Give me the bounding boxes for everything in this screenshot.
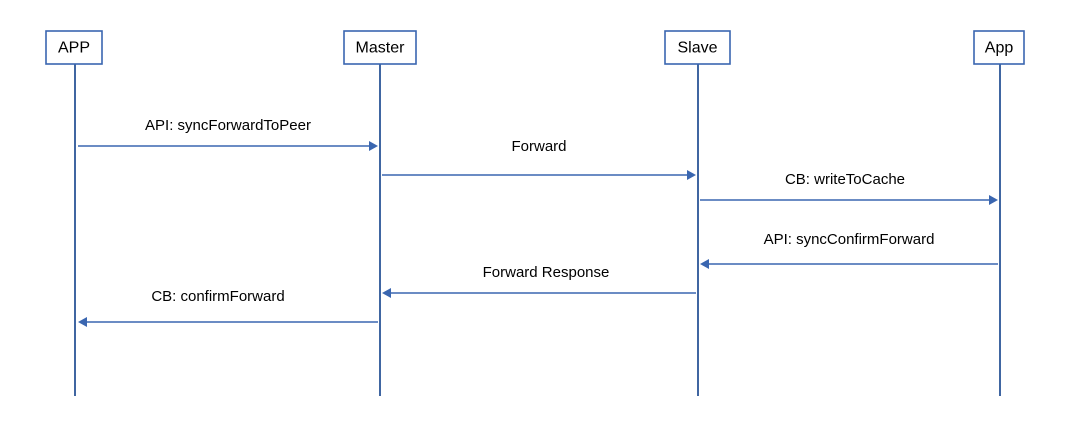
message-m4[interactable]: API: syncConfirmForward [700,231,998,269]
message-arrowhead-m1 [369,141,378,151]
message-m6[interactable]: CB: confirmForward [78,288,378,327]
message-label-m5: Forward Response [483,264,610,281]
lifeline-label-slave: Slave [677,40,717,57]
message-m3[interactable]: CB: writeToCache [700,171,998,205]
message-label-m6: CB: confirmForward [151,288,284,305]
message-label-m2: Forward [511,138,566,155]
message-arrowhead-m2 [687,170,696,180]
lifeline-master[interactable]: Master [343,30,417,396]
lifeline-label-app_left: APP [58,40,90,57]
message-m5[interactable]: Forward Response [382,264,696,298]
message-label-m3: CB: writeToCache [785,171,905,188]
message-label-m4: API: syncConfirmForward [764,231,935,248]
lifelines-layer: APP Master Slave App [45,30,1025,396]
message-m1[interactable]: API: syncForwardToPeer [78,117,378,151]
message-arrowhead-m5 [382,288,391,298]
message-arrowhead-m4 [700,259,709,269]
lifeline-box-app_left[interactable] [45,30,103,65]
message-arrowhead-m3 [989,195,998,205]
lifeline-app_right[interactable]: App [973,30,1025,396]
lifeline-label-app_right: App [985,40,1014,57]
lifeline-slave[interactable]: Slave [664,30,731,396]
message-arrowhead-m6 [78,317,87,327]
message-m2[interactable]: Forward [382,138,696,180]
message-label-m1: API: syncForwardToPeer [145,117,311,134]
lifeline-box-master[interactable] [343,30,417,65]
lifeline-app_left[interactable]: APP [45,30,103,396]
lifeline-label-master: Master [356,40,406,57]
lifeline-box-slave[interactable] [664,30,731,65]
lifeline-box-app_right[interactable] [973,30,1025,65]
